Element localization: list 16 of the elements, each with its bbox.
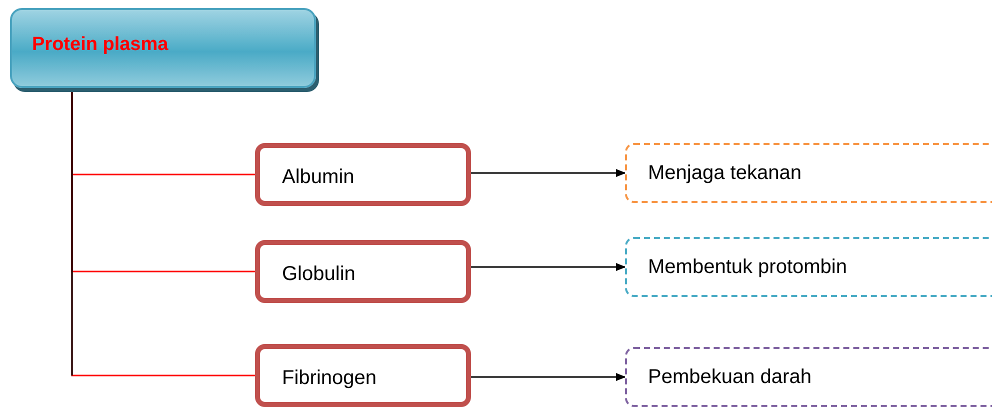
protein-box [255, 240, 471, 303]
function-box [625, 143, 992, 203]
node-label: Pembekuan darah [648, 366, 812, 388]
arrow [471, 373, 626, 381]
node-label: Fibrinogen [282, 367, 377, 390]
arrow [471, 263, 626, 271]
node-label: Menjaga tekanan [648, 162, 802, 184]
node-label: Globulin [282, 263, 356, 286]
arrow [471, 169, 626, 177]
node-label: Albumin [282, 166, 354, 189]
protein-box [255, 143, 471, 206]
protein-box [255, 344, 471, 407]
node-label: Membentuk protombin [648, 256, 847, 278]
function-box [625, 237, 992, 297]
title-text: Protein plasma [32, 34, 168, 55]
function-box [625, 347, 992, 407]
